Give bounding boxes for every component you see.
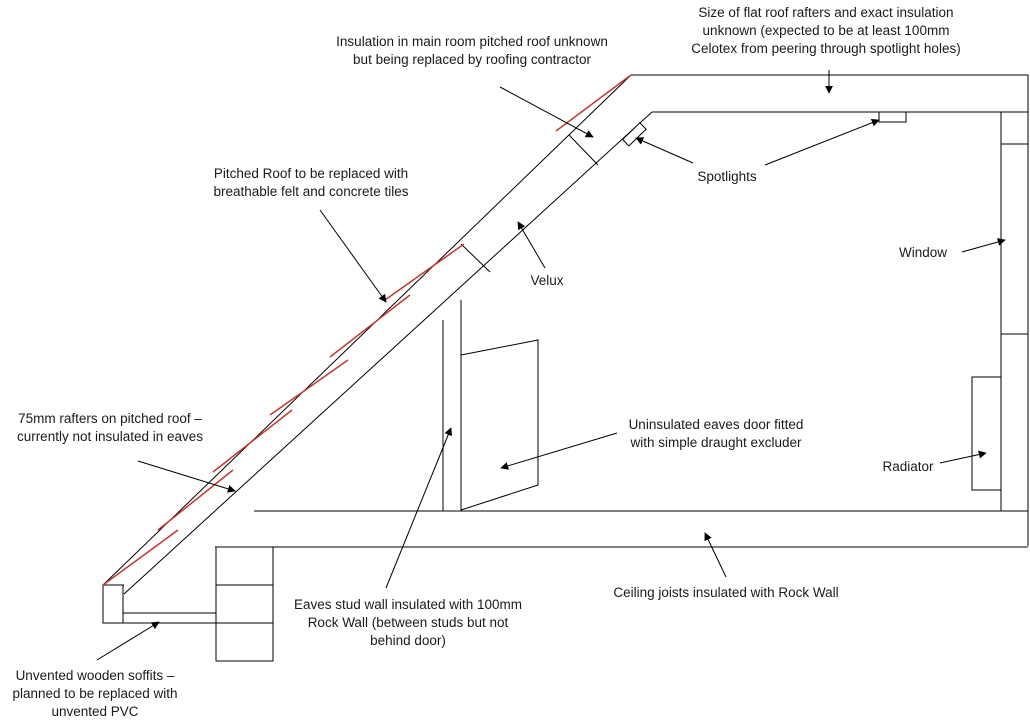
label-radiator: Radiator bbox=[882, 459, 934, 474]
arrow-eaves-door bbox=[500, 432, 618, 470]
ceiling-joists bbox=[215, 510, 1028, 548]
pitched-roof-rafter bbox=[102, 74, 653, 595]
label-velux: Velux bbox=[530, 273, 564, 288]
spotlight-pitched-roof bbox=[621, 122, 647, 147]
velux-window bbox=[460, 134, 599, 273]
arrow-spotlight-left bbox=[635, 137, 694, 164]
arrow-velux bbox=[517, 221, 546, 269]
arrow-window bbox=[961, 238, 1006, 253]
arrow-spotlight-right bbox=[764, 118, 880, 166]
arrow-stud-wall bbox=[385, 427, 452, 589]
arrow-rafters bbox=[137, 460, 236, 493]
label-flat-roof: Size of flat roof rafters and exact insu… bbox=[691, 5, 961, 56]
label-soffits: Unvented wooden soffits – planned to be … bbox=[12, 668, 178, 719]
label-spotlights: Spotlights bbox=[697, 169, 757, 184]
radiator bbox=[971, 376, 1002, 491]
eaves-door bbox=[460, 339, 539, 511]
spotlight-flat-roof bbox=[878, 111, 907, 123]
arrow-main-room-roof bbox=[499, 86, 594, 138]
arrow-ceiling-joists bbox=[704, 532, 727, 578]
label-window: Window bbox=[898, 245, 947, 260]
soffit bbox=[102, 584, 216, 624]
roof-felt-lines bbox=[102, 74, 632, 586]
label-stud-wall: Eaves stud wall insulated with 100mm Roc… bbox=[293, 597, 523, 648]
label-eaves-door: Uninsulated eaves door fitted with simpl… bbox=[628, 417, 804, 450]
arrow-pitched-roof bbox=[319, 209, 387, 303]
label-main-room-roof: Insulation in main room pitched roof unk… bbox=[336, 34, 608, 67]
brick-wall bbox=[215, 546, 274, 662]
eaves-stud-wall bbox=[442, 300, 462, 511]
label-ceiling-joists: Ceiling joists insulated with Rock Wall bbox=[613, 585, 839, 600]
arrow-soffits bbox=[96, 621, 160, 661]
arrow-radiator bbox=[939, 450, 987, 464]
label-rafters: 75mm rafters on pitched roof – currently… bbox=[16, 411, 204, 444]
window bbox=[1000, 143, 1029, 335]
label-pitched-roof: Pitched Roof to be replaced with breatha… bbox=[213, 166, 409, 199]
